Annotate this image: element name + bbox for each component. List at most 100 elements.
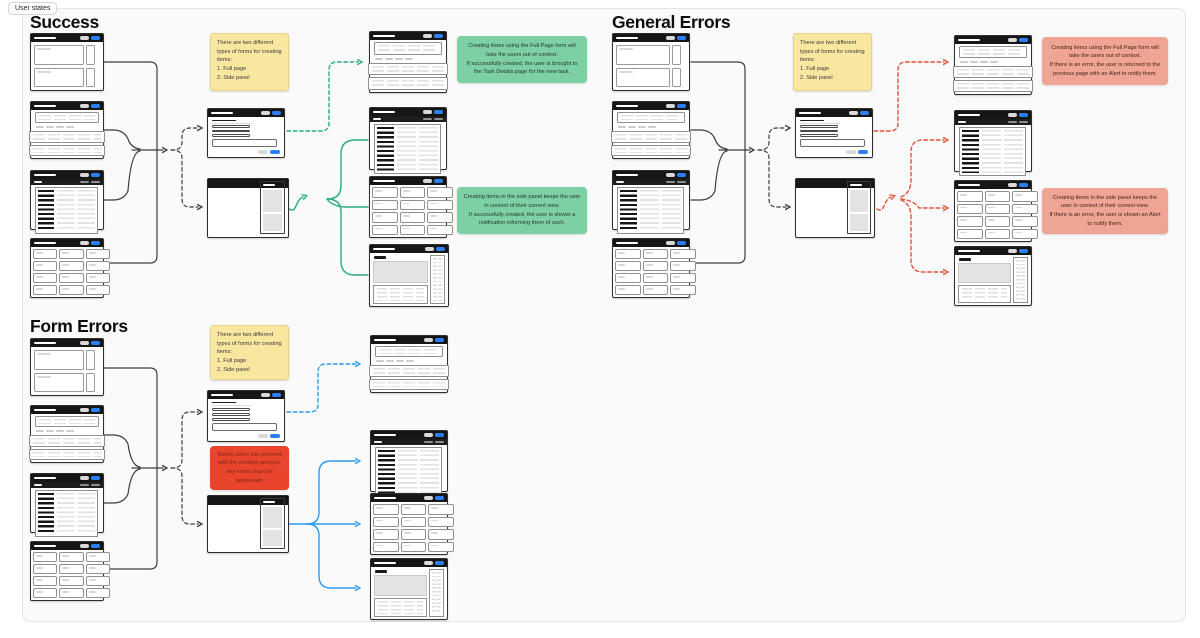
user-states-section-frame[interactable] — [22, 8, 1186, 622]
wireframe-list-view[interactable] — [953, 35, 1033, 95]
section-label-badge[interactable]: User states — [8, 2, 58, 15]
cancel-button-placeholder[interactable] — [258, 433, 268, 438]
heading-general-errors[interactable]: General Errors — [612, 12, 731, 32]
note-success-full-page[interactable]: Creating items using the Full Page form … — [457, 36, 587, 83]
submit-button-placeholder[interactable] — [858, 149, 868, 154]
content-row — [34, 372, 100, 392]
submit-button-placeholder[interactable] — [270, 433, 280, 438]
primary-button-placeholder — [677, 104, 686, 108]
note-form-forms[interactable]: There are two different types of forms f… — [210, 325, 289, 380]
wireframe-task-details[interactable] — [369, 244, 449, 307]
wireframe-card-grid[interactable] — [369, 176, 453, 238]
wireframe-table-view[interactable] — [30, 170, 104, 234]
form-input-field[interactable] — [800, 125, 839, 128]
card-title-placeholder — [618, 252, 625, 254]
table-rows-placeholder — [621, 115, 681, 121]
wireframe-table-view[interactable] — [370, 430, 448, 496]
wireframe-list-view[interactable] — [369, 335, 449, 393]
form-input-field[interactable] — [212, 129, 251, 133]
submit-button-placeholder[interactable] — [270, 149, 280, 154]
content-card — [34, 350, 84, 370]
wireframe-card-grid[interactable] — [370, 493, 454, 555]
cancel-button-placeholder[interactable] — [258, 149, 268, 154]
table-card — [611, 144, 691, 156]
wireframe-header-bar — [613, 102, 689, 110]
meta-rows-placeholder — [1016, 260, 1025, 300]
note-general-side-panel[interactable]: Creating items in the side panel keeps t… — [1042, 188, 1168, 234]
wireframe-card-grid[interactable] — [612, 238, 696, 298]
form-textarea-field[interactable] — [212, 423, 278, 432]
filter-chip-placeholder — [648, 126, 656, 129]
wireframe-list-view[interactable] — [611, 101, 691, 159]
wireframe-header-bar — [208, 391, 284, 399]
wireframe-full-page-form[interactable] — [795, 108, 873, 158]
primary-button-placeholder — [91, 104, 100, 108]
note-form-alert[interactable]: Before users can proceed with the creati… — [210, 446, 289, 490]
form-input-field[interactable] — [212, 417, 251, 421]
page-body — [368, 40, 448, 92]
form-input-field[interactable] — [800, 134, 839, 137]
form-input-field[interactable] — [212, 125, 251, 128]
card-title-placeholder — [618, 276, 625, 278]
wireframe-side-panel[interactable] — [207, 178, 289, 238]
filter-chip-placeholder — [990, 61, 998, 63]
wireframe-side-panel[interactable] — [207, 495, 289, 553]
wireframe-full-page-form[interactable] — [207, 390, 285, 442]
card-title-placeholder — [431, 544, 439, 546]
card-title-placeholder — [88, 276, 96, 278]
note-general-full-page[interactable]: Creating items using the Full Page form … — [1042, 37, 1168, 85]
kanban-card — [373, 541, 399, 552]
tab-placeholder — [80, 484, 89, 486]
kanban-card — [642, 261, 669, 271]
page-body — [611, 110, 691, 158]
cancel-button-placeholder[interactable] — [846, 149, 856, 154]
wireframe-card-grid[interactable] — [30, 238, 110, 298]
logo-placeholder — [374, 496, 396, 500]
table-card — [29, 131, 105, 143]
form-input-field[interactable] — [212, 408, 251, 412]
wireframe-table-view[interactable] — [30, 473, 104, 537]
wireframe-table-view[interactable] — [612, 170, 690, 234]
wireframe-list-view[interactable] — [29, 405, 105, 463]
wireframe-card-grid[interactable] — [30, 541, 110, 601]
table-card — [611, 131, 691, 143]
kanban-card — [642, 273, 669, 283]
kanban-card — [399, 224, 426, 235]
wireframe-table-view[interactable] — [954, 110, 1032, 176]
form-textarea-field[interactable] — [800, 139, 866, 148]
wireframe-card-grid[interactable] — [954, 180, 1038, 242]
note-success-forms[interactable]: There are two different types of forms f… — [210, 33, 289, 91]
form-input-field[interactable] — [800, 129, 839, 133]
wireframe-table-view[interactable] — [369, 107, 447, 174]
wireframe-list-view[interactable] — [29, 101, 105, 159]
form-input-field[interactable] — [212, 134, 251, 137]
wireframe-task-details[interactable] — [954, 246, 1032, 306]
task-main-column — [374, 569, 427, 617]
table-rows-placeholder — [33, 451, 101, 457]
side-panel-drawer — [260, 498, 285, 549]
heading-form-errors[interactable]: Form Errors — [30, 316, 128, 336]
filter-chip-placeholder — [638, 126, 646, 129]
heading-success[interactable]: Success — [30, 12, 99, 32]
wireframe-side-panel[interactable] — [795, 178, 875, 238]
table-rows-placeholder — [372, 80, 444, 88]
wireframe-full-page-form[interactable] — [207, 108, 285, 158]
note-general-forms[interactable]: There are two different types of forms f… — [793, 33, 872, 91]
wireframe-header-bar — [955, 247, 1031, 255]
wireframe-dashboard[interactable] — [30, 33, 104, 91]
form-input-field[interactable] — [212, 412, 251, 416]
wireframe-header-bar — [31, 102, 103, 110]
card-title-placeholder — [430, 227, 438, 229]
wireframe-dashboard[interactable] — [612, 33, 690, 91]
wireframe-task-details[interactable] — [370, 558, 448, 620]
wireframe-header-bar — [370, 177, 446, 185]
wireframe-dashboard[interactable] — [30, 338, 104, 396]
card-title-placeholder — [376, 519, 383, 521]
panel-header-bar — [847, 182, 870, 188]
primary-button-placeholder — [677, 36, 686, 40]
form-textarea-field[interactable] — [212, 139, 278, 148]
wireframe-list-view[interactable] — [368, 31, 448, 93]
primary-button-placeholder — [435, 561, 444, 565]
subtable-rows-placeholder — [962, 287, 1007, 300]
note-success-side-panel[interactable]: Creating items in the side panel keeps t… — [457, 187, 587, 234]
